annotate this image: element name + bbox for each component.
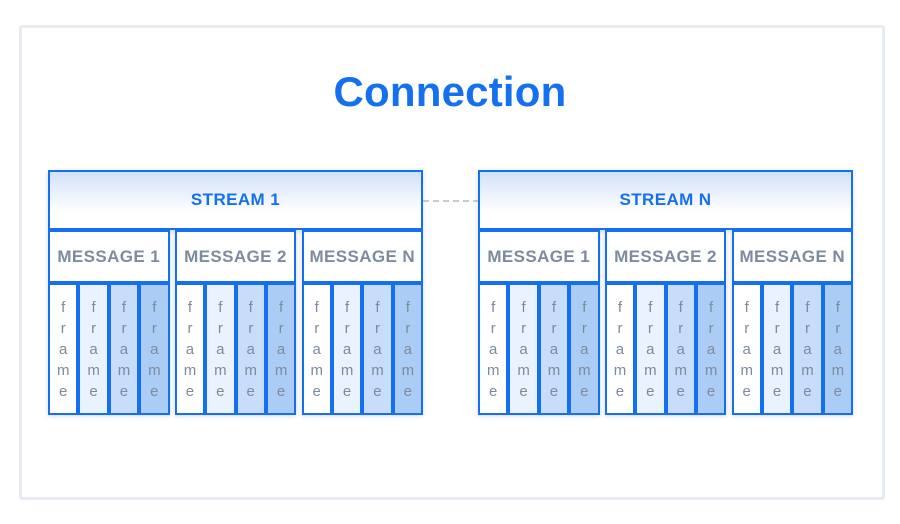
frame-label: f r a m e bbox=[148, 298, 161, 400]
frame-label: f r a m e bbox=[674, 298, 687, 400]
frame-label: f r a m e bbox=[644, 298, 657, 400]
message-column: MESSAGE 2 f r a m e f r a m e f r a m e f r … bbox=[604, 230, 727, 415]
stream-header: STREAM 1 bbox=[48, 170, 423, 230]
frame-label: f r a m e bbox=[274, 298, 288, 400]
message-box: MESSAGE N bbox=[301, 230, 423, 283]
frame-cell: f r a m e bbox=[635, 283, 666, 415]
frame-label: f r a m e bbox=[310, 298, 323, 400]
frame-label: f r a m e bbox=[831, 298, 845, 400]
message-column: MESSAGE 1 f r a m e f r a m e f r a m e f r … bbox=[478, 230, 600, 415]
frame-cell: f r a m e bbox=[235, 283, 266, 415]
frame-label: f r a m e bbox=[613, 298, 627, 400]
frame-cell: f r a m e bbox=[478, 283, 509, 415]
message-box: MESSAGE 2 bbox=[604, 230, 727, 283]
message-label: MESSAGE 1 bbox=[487, 246, 591, 266]
frame-cell: f r a m e bbox=[205, 283, 236, 415]
message-column: MESSAGE 1 f r a m e f r a m e f r a m e f r … bbox=[48, 230, 170, 415]
message-column: MESSAGE N f r a m e f r a m e f r a m e f r … bbox=[301, 230, 423, 415]
frame-cell: f r a m e bbox=[331, 283, 363, 415]
stream-label: STREAM N bbox=[619, 190, 712, 209]
frame-label: f r a m e bbox=[770, 298, 784, 400]
message-column: MESSAGE 2 f r a m e f r a m e f r a m e f r … bbox=[174, 230, 297, 415]
frame-cell: f r a m e bbox=[538, 283, 570, 415]
frame-cell: f r a m e bbox=[301, 283, 332, 415]
frame-cell: f r a m e bbox=[108, 283, 140, 415]
message-label: MESSAGE 1 bbox=[57, 246, 161, 266]
frame-label: f r a m e bbox=[214, 298, 227, 400]
frame-cell: f r a m e bbox=[174, 283, 206, 415]
frame-cell: f r a m e bbox=[695, 283, 727, 415]
frame-cell: f r a m e bbox=[48, 283, 79, 415]
message-box: MESSAGE N bbox=[731, 230, 853, 283]
frame-cell: f r a m e bbox=[265, 283, 297, 415]
frame-cell: f r a m e bbox=[731, 283, 762, 415]
message-column: MESSAGE N f r a m e f r a m e f r a m e f r … bbox=[731, 230, 853, 415]
frame-label: f r a m e bbox=[56, 298, 70, 400]
frame-cell: f r a m e bbox=[761, 283, 793, 415]
frame-cell: f r a m e bbox=[392, 283, 423, 415]
stream-label: STREAM 1 bbox=[190, 190, 281, 209]
frame-label: f r a m e bbox=[740, 298, 753, 400]
frame-label: f r a m e bbox=[244, 298, 257, 400]
frame-cell: f r a m e bbox=[508, 283, 539, 415]
frame-cell: f r a m e bbox=[822, 283, 853, 415]
message-label: MESSAGE 2 bbox=[614, 246, 717, 266]
frame-label: f r a m e bbox=[547, 298, 561, 400]
messages-row: MESSAGE 1 f r a m e f r a m e f r a m e f r … bbox=[48, 230, 423, 415]
frame-cell: f r a m e bbox=[139, 283, 170, 415]
frame-label: f r a m e bbox=[183, 298, 197, 400]
frame-cell: f r a m e bbox=[604, 283, 636, 415]
message-label: MESSAGE 2 bbox=[184, 246, 287, 266]
message-box: MESSAGE 1 bbox=[478, 230, 600, 283]
frame-cell: f r a m e bbox=[665, 283, 696, 415]
frame-label: f r a m e bbox=[340, 298, 354, 400]
messages-row: MESSAGE 1 f r a m e f r a m e f r a m e f r … bbox=[478, 230, 853, 415]
frame-label: f r a m e bbox=[486, 298, 500, 400]
stream-header: STREAM N bbox=[478, 170, 853, 230]
frame-label: f r a m e bbox=[371, 298, 384, 400]
diagram-title: Connection bbox=[333, 68, 567, 115]
frame-label: f r a m e bbox=[517, 298, 530, 400]
message-box: MESSAGE 1 bbox=[48, 230, 170, 283]
frame-label: f r a m e bbox=[87, 298, 100, 400]
message-box: MESSAGE 2 bbox=[174, 230, 297, 283]
stream-connector-dashed-line bbox=[423, 200, 479, 202]
message-label: MESSAGE N bbox=[309, 246, 416, 266]
frame-label: f r a m e bbox=[801, 298, 814, 400]
frame-label: f r a m e bbox=[117, 298, 131, 400]
frame-label: f r a m e bbox=[578, 298, 591, 400]
stream-group-1: STREAM 1 MESSAGE 1 f r a m e f r a m e f r a… bbox=[48, 170, 423, 415]
frame-cell: f r a m e bbox=[362, 283, 393, 415]
frame-label: f r a m e bbox=[401, 298, 415, 400]
frame-cell: f r a m e bbox=[792, 283, 823, 415]
stream-group-2: STREAM N MESSAGE 1 f r a m e f r a m e f r a… bbox=[478, 170, 853, 415]
frame-cell: f r a m e bbox=[78, 283, 109, 415]
frame-cell: f r a m e bbox=[569, 283, 600, 415]
frame-label: f r a m e bbox=[704, 298, 718, 400]
message-label: MESSAGE N bbox=[739, 246, 846, 266]
